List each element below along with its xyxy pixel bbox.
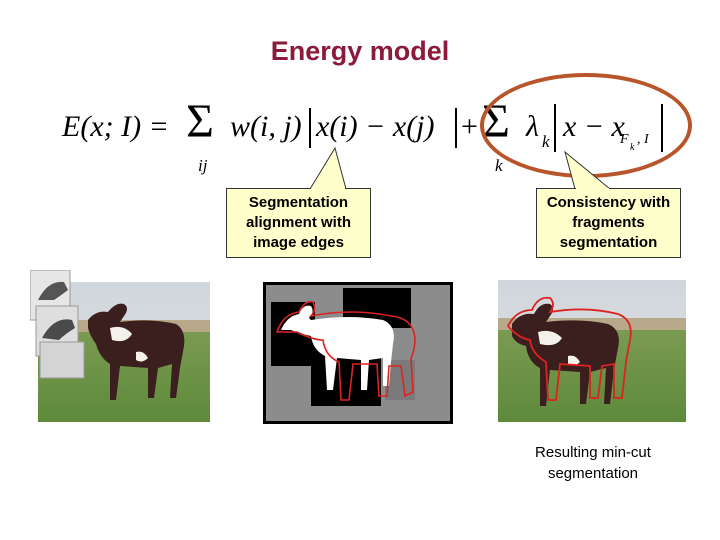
callout-right-line-3: segmentation [559, 234, 658, 251]
callout-left-line-1: Segmentation [248, 194, 349, 211]
fragment-thumb-3 [39, 341, 85, 379]
plus-sign: + [461, 110, 478, 143]
callout-fragment-consistency: Consistency with fragments segmentation [536, 188, 681, 258]
sum-subscript-k: k [495, 156, 503, 175]
segmentation-contour-middle [275, 300, 416, 401]
pairwise-difference: x(i) − x(j) [316, 110, 435, 143]
slide-title: Energy model [270, 36, 450, 66]
segmentation-contour-right [506, 296, 632, 401]
callout-right-line-2: fragments [572, 214, 645, 231]
left-callout-seam [311, 188, 345, 190]
pairwise-weight: w(i, j) [230, 110, 302, 143]
input-horse-image [30, 270, 210, 422]
sum-symbol-pairwise: Σ [186, 95, 214, 148]
left-callout-pointer [309, 146, 347, 190]
abs-bar-left-1 [309, 108, 311, 148]
right-callout-pointer [564, 150, 612, 190]
equation-lhs: E(x; I) = [62, 110, 169, 143]
abs-bar-right-1 [455, 108, 457, 148]
sum-subscript-ij: ij [198, 156, 208, 175]
callout-edge-alignment: Segmentation alignment with image edges [226, 188, 371, 258]
caption-line-1: Resulting min-cut [535, 444, 651, 461]
horse-right [512, 303, 619, 406]
horse-left [88, 303, 185, 400]
right-callout-seam [576, 188, 609, 190]
callout-left-line-2: alignment with [246, 214, 351, 231]
result-horse-image [498, 280, 686, 422]
caption-line-2: segmentation [547, 465, 639, 482]
callout-right-line-1: Consistency with [546, 194, 671, 211]
callout-left-line-3: image edges [253, 234, 344, 251]
horse-silhouette-white [281, 305, 394, 390]
result-caption: Resulting min-cut segmentation [520, 442, 666, 484]
fragment-segmentation-map [263, 282, 453, 424]
